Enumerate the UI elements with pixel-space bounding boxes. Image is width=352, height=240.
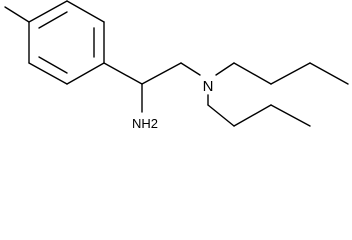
upper-butyl-bond-2 — [233, 62, 272, 85]
lower-butyl-bond-4 — [270, 104, 311, 127]
lower-butyl-bond-2 — [207, 104, 235, 127]
beta-carbon-to-nitrogen-bond — [180, 62, 201, 76]
ring-inner-double-bond-1 — [38, 11, 68, 29]
lower-butyl-bond-3 — [233, 104, 272, 127]
canvas-background — [0, 0, 352, 147]
aryl-to-alpha-carbon-bond — [103, 62, 143, 85]
nitrogen-atom-label: N — [203, 78, 214, 95]
ring-bond-lower-left — [28, 62, 68, 85]
methyl-bond — [4, 6, 30, 23]
amine-group-label: NH2 — [132, 116, 158, 131]
upper-butyl-bond-4 — [309, 62, 349, 85]
ring-bond-lower-right — [66, 62, 105, 85]
ring-bond-upper-left — [28, 0, 68, 23]
ring-bond-upper-right — [66, 0, 105, 23]
molecule-structure-diagram: N NH2 — [0, 0, 352, 147]
upper-butyl-bond-3 — [270, 62, 311, 85]
alpha-to-beta-carbon-bond — [141, 62, 182, 85]
ring-inner-double-bond-3 — [38, 56, 68, 74]
nitrogen-to-upper-butyl-bond — [215, 62, 235, 76]
